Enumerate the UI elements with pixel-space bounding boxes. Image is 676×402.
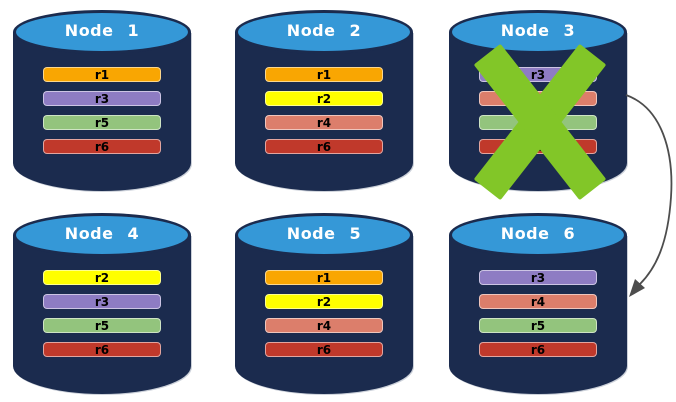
replica-list: r2 r3 r5 r6: [43, 270, 161, 357]
node-title: Node 2: [286, 21, 362, 40]
cylinder-body: [13, 32, 191, 191]
node-6: Node 6 r3 r4 r5 r6: [449, 213, 627, 394]
node-3: Node 3 r3 r4 r5 r6: [449, 10, 627, 200]
cylinder-top: [235, 10, 413, 54]
replica-bar: r1: [265, 67, 383, 82]
replica-bar: r5: [43, 318, 161, 333]
replica-bar: r6: [43, 139, 161, 154]
replica-bar: r3: [479, 270, 597, 285]
node-4: Node 4 r2 r3 r5 r6: [13, 213, 191, 394]
replica-bar: r6: [479, 342, 597, 357]
cylinder-body: [449, 235, 627, 394]
failure-x-icon: [474, 44, 606, 200]
replica-bar: r6: [265, 342, 383, 357]
replica-list: r1 r3 r5 r6: [43, 67, 161, 154]
replica-bar: r1: [265, 270, 383, 285]
replica-bar: r1: [43, 67, 161, 82]
cylinder-body: [13, 235, 191, 394]
cylinder-body: [235, 32, 413, 191]
replica-bar: r4: [265, 115, 383, 130]
replica-list: r1 r2 r4 r6: [265, 270, 383, 357]
node-title: Node 3: [500, 21, 576, 40]
replica-list: r1 r2 r4 r6: [265, 67, 383, 154]
cylinder-top: [13, 213, 191, 257]
replica-bar: r6: [265, 139, 383, 154]
cylinder-top: [449, 10, 627, 54]
cylinder-top: [449, 213, 627, 257]
replica-bar: r5: [43, 115, 161, 130]
replica-bar: r2: [43, 270, 161, 285]
node-2: Node 2 r1 r2 r4 r6: [235, 10, 413, 191]
replica-bar: r5: [479, 318, 597, 333]
node-title: Node 6: [500, 224, 576, 243]
replica-bar: r3: [43, 91, 161, 106]
node-1: Node 1 r1 r3 r5 r6: [13, 10, 191, 191]
cylinder-top: [13, 10, 191, 54]
replica-bar: r4: [479, 294, 597, 309]
node-5: Node 5 r1 r2 r4 r6: [235, 213, 413, 394]
replica-bar: r2: [265, 91, 383, 106]
cylinder-body: [235, 235, 413, 394]
replica-bar: r6: [43, 342, 161, 357]
replica-list: r3 r4 r5 r6: [479, 270, 597, 357]
replica-bar: r2: [265, 294, 383, 309]
node-title: Node 4: [64, 224, 140, 243]
node-title: Node 1: [64, 21, 140, 40]
replica-bar: r4: [265, 318, 383, 333]
replica-bar: r3: [43, 294, 161, 309]
cylinder-top: [235, 213, 413, 257]
node-title: Node 5: [286, 224, 362, 243]
